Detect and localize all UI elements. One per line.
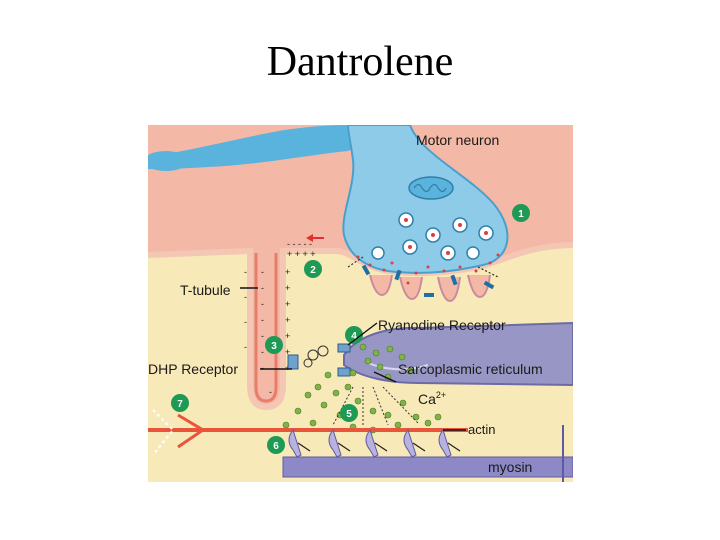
step-marker-2 bbox=[304, 260, 322, 278]
sarcoplasmic-reticulum-label: Sarcoplasmic reticulum bbox=[398, 361, 543, 377]
t-tubule-membrane bbox=[254, 253, 278, 403]
actin-label: actin bbox=[468, 422, 495, 437]
step-marker-7 bbox=[171, 394, 189, 412]
step-markers: 1 2 3 4 5 6 7 bbox=[171, 204, 530, 454]
svg-text:-: - bbox=[244, 292, 247, 302]
ryanodine-leader bbox=[347, 322, 378, 346]
acetylcholine-dots bbox=[356, 253, 500, 285]
step-marker-6 bbox=[267, 436, 285, 454]
svg-text:3: 3 bbox=[271, 341, 277, 352]
svg-text:+: + bbox=[285, 299, 290, 309]
svg-text:+: + bbox=[285, 283, 290, 293]
step-marker-5 bbox=[340, 404, 358, 422]
svg-text:-: - bbox=[261, 315, 264, 325]
step-marker-4 bbox=[345, 326, 363, 344]
svg-text:- - - - -: - - - - - bbox=[287, 239, 312, 249]
svg-text:-: - bbox=[261, 363, 264, 373]
excitation-contraction-diagram: - - - - - + + + + ---- --- ++++ +++ ----… bbox=[148, 125, 573, 482]
svg-text:+: + bbox=[285, 347, 290, 357]
svg-text:-: - bbox=[244, 267, 247, 277]
sr-leader bbox=[373, 371, 397, 383]
step-marker-3 bbox=[265, 336, 283, 354]
svg-text:4: 4 bbox=[351, 331, 357, 342]
myosin-label: myosin bbox=[488, 459, 532, 475]
motor-neuron-label: Motor neuron bbox=[416, 132, 499, 148]
t-tubule-label: T-tubule bbox=[180, 282, 231, 298]
dhp-receptor-label: DHP Receptor bbox=[148, 361, 238, 377]
svg-text:-: - bbox=[244, 317, 247, 327]
svg-text:-: - bbox=[269, 387, 272, 397]
svg-text:-: - bbox=[261, 267, 264, 277]
svg-text:5: 5 bbox=[346, 409, 352, 420]
svg-text:6: 6 bbox=[273, 441, 279, 452]
membrane-charges: - - - - - + + + + ---- --- ++++ +++ ----… bbox=[244, 239, 316, 397]
svg-text:+: + bbox=[285, 315, 290, 325]
svg-text:-: - bbox=[261, 299, 264, 309]
svg-text:-: - bbox=[261, 283, 264, 293]
mitochondrion bbox=[408, 176, 454, 200]
svg-text:7: 7 bbox=[177, 399, 183, 410]
step-marker-1 bbox=[512, 204, 530, 222]
svg-text:2: 2 bbox=[310, 265, 316, 276]
svg-text:+: + bbox=[285, 331, 290, 341]
motor-neuron-axon-end bbox=[148, 151, 188, 171]
svg-text:1: 1 bbox=[518, 209, 524, 220]
svg-text:-: - bbox=[261, 331, 264, 341]
dhp-receptor bbox=[287, 354, 299, 370]
calcium-label: Ca2+ bbox=[418, 390, 446, 407]
actin-branch bbox=[177, 413, 206, 449]
ryanodine-receptor-label: Ryanodine Receptor bbox=[378, 317, 506, 333]
svg-text:-: - bbox=[261, 347, 264, 357]
myosin-heads bbox=[288, 428, 452, 458]
svg-text:+ + + +: + + + + bbox=[287, 249, 316, 259]
ryanodine-receptor bbox=[337, 343, 351, 353]
motor-neuron-axon bbox=[148, 125, 408, 169]
slide-title: Dantrolene bbox=[266, 39, 454, 85]
ach-receptors bbox=[361, 264, 495, 297]
myosin-filament bbox=[282, 456, 573, 478]
svg-text:+: + bbox=[285, 267, 290, 277]
svg-text:-: - bbox=[244, 342, 247, 352]
